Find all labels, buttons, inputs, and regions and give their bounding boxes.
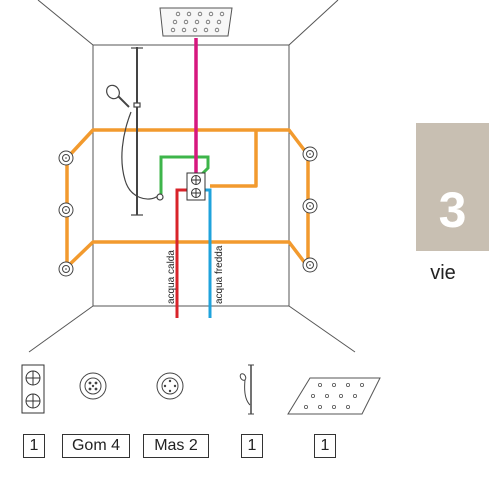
overhead-shower-icon: [159, 7, 233, 37]
quantity-mas: Mas 2: [143, 434, 209, 458]
quantity-gom: Gom 4: [62, 434, 130, 458]
body-jet-icon: [58, 146, 318, 277]
hot-water-label: acqua calda: [166, 250, 177, 304]
hand-shower-pipe: [159, 155, 210, 194]
cold-water-label: acqua fredda: [214, 245, 225, 304]
shower-rail-icon: [106, 47, 164, 216]
hot-water-pipe: [175, 188, 188, 318]
legend-gom-jet-icon: [79, 372, 107, 400]
quantity-overhead-shower: 1: [314, 434, 336, 458]
ways-badge: 3: [416, 123, 489, 251]
legend-mixer-valve-icon: [21, 364, 45, 414]
quantity-shower-rail: 1: [241, 434, 263, 458]
ways-label: vie: [430, 262, 456, 284]
quantity-mixer-valve: 1: [23, 434, 45, 458]
legend-overhead-shower-icon: [287, 377, 381, 415]
legend-mas-jet-icon: [156, 372, 184, 400]
ways-number: 3: [438, 182, 467, 238]
cold-water-pipe: [203, 188, 212, 318]
room-walls: [28, 0, 356, 353]
mixer-valve-icon: [186, 172, 206, 201]
legend-shower-rail-icon: [239, 364, 254, 415]
